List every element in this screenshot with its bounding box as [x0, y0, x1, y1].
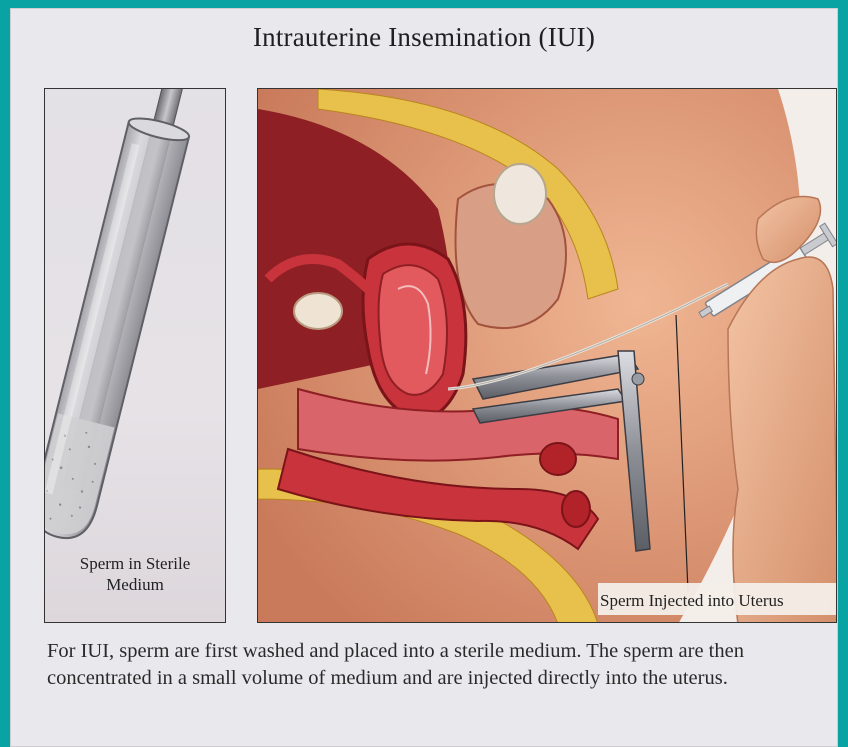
- test-tube-illustration: [44, 88, 226, 623]
- anatomy-drawing: [258, 89, 837, 623]
- test-tube-label-line1: Sperm in Sterile: [44, 553, 226, 574]
- anatomy-illustration: [257, 88, 837, 623]
- test-tube-drawing: [45, 89, 226, 623]
- test-tube-label-line2: Medium: [44, 574, 226, 595]
- injection-label: Sperm Injected into Uterus: [600, 590, 840, 611]
- caption-text: For IUI, sperm are first washed and plac…: [47, 638, 837, 692]
- page-title: Intrauterine Insemination (IUI): [10, 22, 838, 53]
- illustration-panel: Intrauterine Insemination (IUI): [10, 8, 838, 747]
- test-tube-label: Sperm in Sterile Medium: [44, 553, 226, 595]
